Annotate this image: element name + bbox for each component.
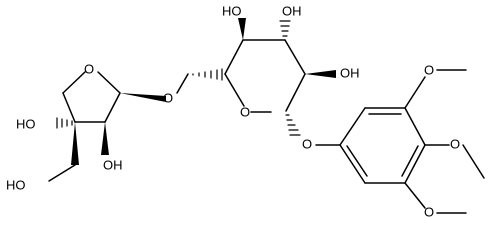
double-bond-inner [401,145,419,177]
hashed-bond-c3-oh-pyranose [279,20,291,37]
bond [404,144,426,184]
chemical-structure-diagram: O HO HO OH O O HO [6,3,485,219]
hydroxyl-label-c4: HO [222,3,242,18]
methyl-bond-middle [462,144,485,179]
wedge-bond-c4-oh [238,18,246,40]
hydroxyl-label-furanose: OH [103,157,123,172]
glycosidic-oxygen-label: O [163,90,173,105]
bond [224,39,244,75]
bond [104,92,121,123]
pyranose-ring [224,39,306,113]
hydroxyl-label-c3-pyranose: OH [282,3,302,18]
hashed-bond-c6 [192,68,223,81]
hashed-bond-c3-oh [56,117,73,129]
wedge-bond-c2-oh-pyranose [305,70,336,78]
benzene-ring [339,107,426,184]
bond [97,71,121,94]
bond [62,71,86,94]
bond [224,73,245,107]
bond [62,92,76,123]
bond [48,164,76,182]
wedge-bond-c2-oh [101,122,109,155]
double-bond-inner [346,145,368,177]
bond [284,39,306,75]
bond [285,73,306,112]
furanose-ring-oxygen-label: O [84,61,94,76]
bond [339,107,366,146]
wedge-bond-anomeric [120,93,166,102]
hydroxyl-label-ch2: HO [6,177,26,192]
furanose-ring [62,71,121,123]
pyranose-ring-oxygen-label: O [240,104,250,119]
bond [404,107,426,146]
bond [176,73,189,94]
methoxy-oxygen-bottom-label: O [424,204,434,219]
bond [339,144,366,184]
methoxy-oxygen-middle-label: O [450,136,460,151]
bond [404,182,426,209]
methoxy-oxygen-top-label: O [424,62,434,77]
bond [404,76,426,109]
hydroxyl-label-c2-pyranose: OH [340,65,360,80]
hydroxyl-label-c3: HO [16,116,36,131]
wedge-bond-c3-ch2 [71,122,79,165]
aryl-ether-oxygen-label: O [302,136,312,151]
hashed-bond-c1-oar [285,114,301,136]
